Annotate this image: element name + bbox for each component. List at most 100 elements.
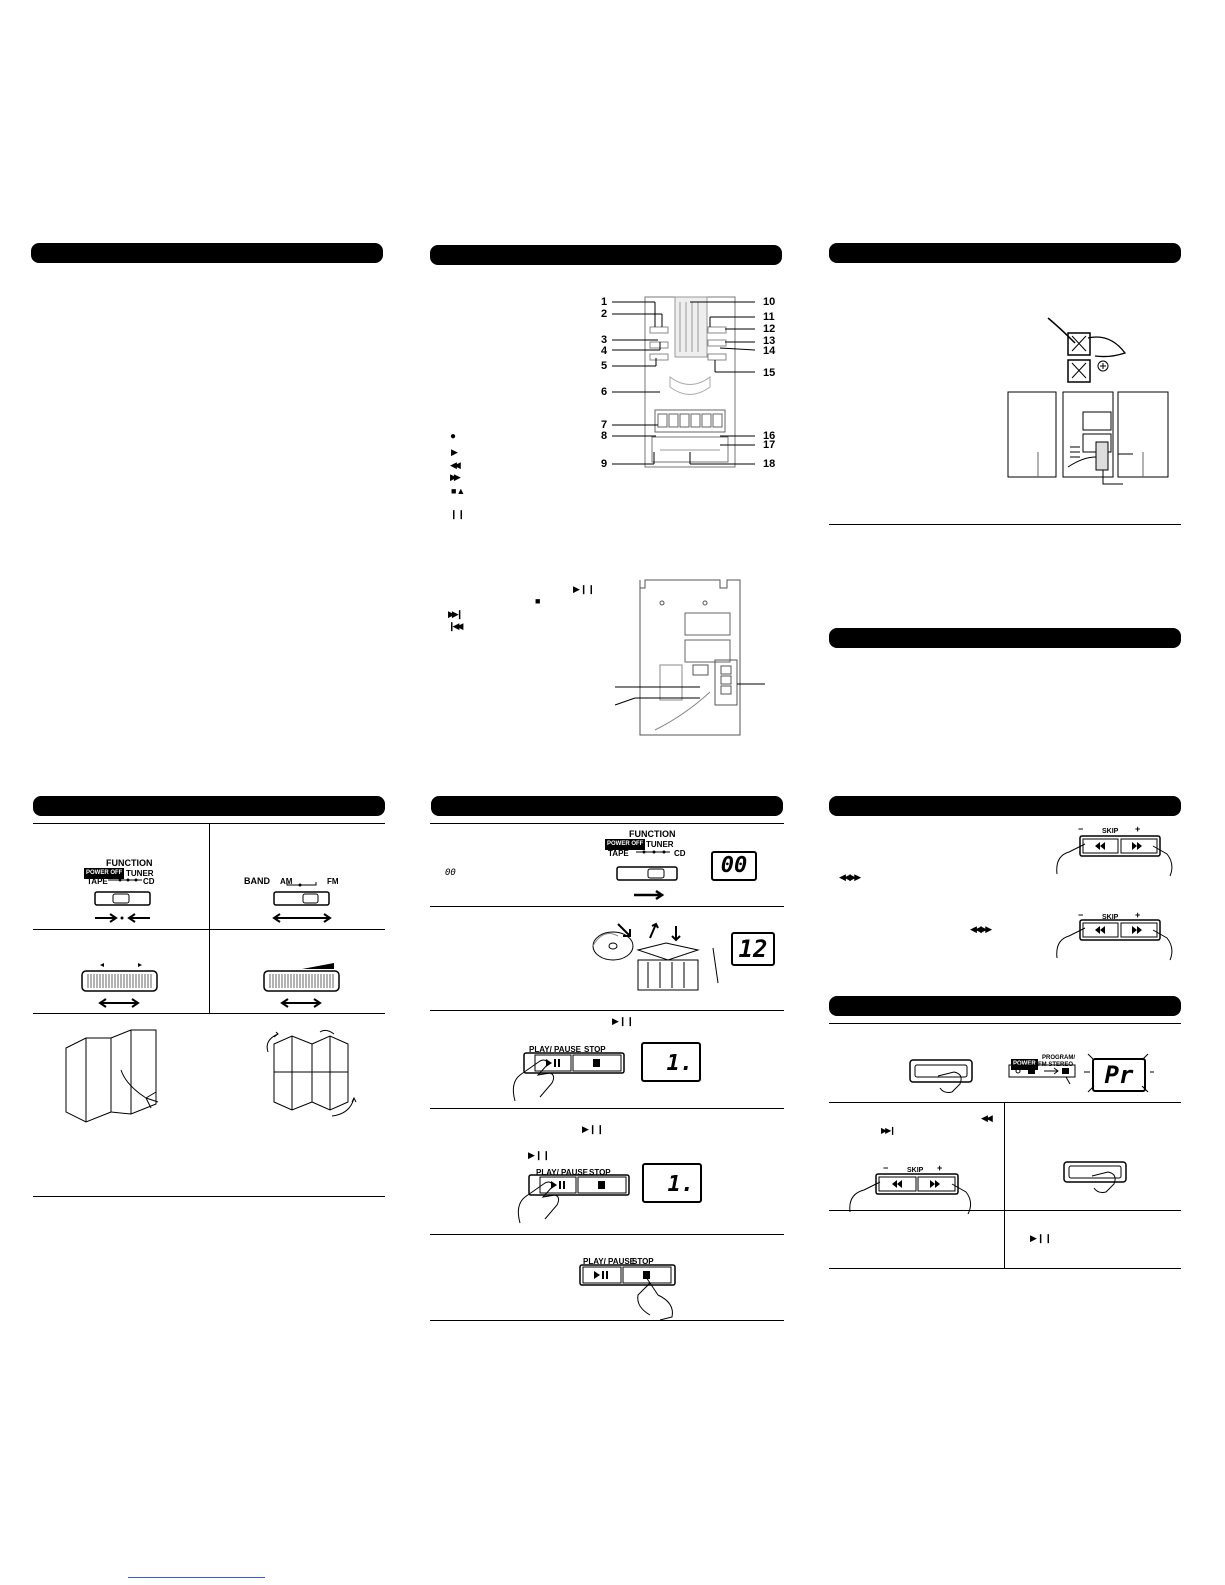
- power-off-badge: POWER OFF: [84, 868, 125, 879]
- pause-button-press-drawing[interactable]: [515, 1174, 635, 1225]
- skip-back-icon: ◀◀: [981, 1113, 993, 1123]
- callout-15: 15: [763, 367, 776, 379]
- skip-minus-icon: −: [1078, 824, 1084, 834]
- divider: [829, 1210, 1181, 1211]
- play-pause-icon: ▶❙❙: [1030, 1233, 1053, 1243]
- am-label: AM: [280, 877, 293, 886]
- skip-label: SKIP: [1102, 828, 1119, 835]
- program-button-drawing[interactable]: [908, 1058, 978, 1096]
- callout-14: 14: [763, 345, 776, 357]
- rear-panel-drawing: [614, 579, 765, 736]
- section-header-bar: [31, 243, 383, 263]
- section-header-bar: [829, 243, 1181, 263]
- skip-buttons-drawing[interactable]: [1055, 834, 1180, 879]
- speaker-placement-drawing: [65, 1029, 159, 1123]
- skip-buttons-drawing[interactable]: [848, 1172, 978, 1217]
- callout-16: 16: [763, 430, 776, 442]
- stop-icon: ■: [535, 596, 541, 606]
- divider: [829, 524, 1181, 525]
- callout-10: 10: [763, 296, 776, 308]
- play-icon: ▶: [451, 447, 458, 457]
- skip-inline-icons: ◀◀ ▶▶: [970, 924, 992, 934]
- cd-display-paused: 1.: [642, 1163, 702, 1203]
- tape-label: TAPE: [608, 849, 629, 858]
- callout-5: 5: [601, 360, 608, 372]
- tuning-dial-drawing[interactable]: [80, 959, 160, 1009]
- function-title: FUNCTION: [106, 858, 153, 868]
- record-icon: ●: [450, 431, 457, 442]
- small-display-indicator: 00: [445, 868, 456, 878]
- skip-plus-icon: +: [1135, 824, 1141, 834]
- rewind-icon: ◀◀: [450, 460, 461, 470]
- callout-1: 1: [601, 296, 608, 308]
- divider: [33, 929, 385, 930]
- divider: [430, 1108, 784, 1109]
- speaker-connection-drawing: [1007, 391, 1169, 485]
- divider: [430, 823, 784, 824]
- skip-plus-icon: +: [1135, 910, 1141, 920]
- band-slider-drawing[interactable]: [270, 882, 360, 932]
- play-pause-label: PLAY/ PAUSE: [529, 1045, 582, 1054]
- play-pause-icon: ▶❙❙: [573, 584, 596, 594]
- display-flash-drawing: [1084, 1053, 1154, 1093]
- divider: [1004, 1102, 1005, 1268]
- cd-display-00: 00: [711, 851, 757, 881]
- section-header-bar: [431, 796, 783, 816]
- cd-label: CD: [143, 877, 155, 886]
- program-display: Pr: [1092, 1058, 1146, 1092]
- play-pause-icon: ▶❙❙: [612, 1016, 635, 1026]
- callout-4: 4: [601, 345, 608, 357]
- fm-label: FM: [327, 877, 339, 886]
- speaker-stack-drawing: [266, 1029, 357, 1117]
- divider: [430, 906, 784, 907]
- skip-label: SKIP: [1102, 914, 1119, 921]
- section-header-bar: [829, 628, 1181, 648]
- divider: [829, 1102, 1181, 1103]
- divider: [430, 1320, 784, 1321]
- divider: [430, 1234, 784, 1235]
- tuner-label: TUNER: [646, 840, 674, 849]
- fast-forward-icon: ▶▶: [450, 472, 461, 482]
- callout-3: 3: [601, 334, 608, 346]
- tape-label: TAPE: [87, 877, 108, 886]
- function-slider-drawing[interactable]: [612, 850, 702, 901]
- cd-label: CD: [674, 849, 686, 858]
- program-indicator-drawing: [1008, 1064, 1076, 1085]
- stop-label: STOP: [632, 1257, 654, 1266]
- function-title: FUNCTION: [629, 829, 676, 839]
- tuner-label: TUNER: [126, 869, 154, 878]
- section-header-bar: [829, 796, 1181, 816]
- play-pause-icon: ▶❙❙: [582, 1124, 605, 1134]
- callout-13: 13: [763, 335, 776, 347]
- battery-insert-drawing: [1047, 317, 1127, 383]
- power-off-badge: POWER OFF: [605, 839, 646, 850]
- band-label: BAND: [244, 876, 270, 886]
- callout-6: 6: [601, 386, 608, 398]
- skip-inline-icons: ◀◀ ▶▶: [839, 872, 861, 882]
- section-header-bar: [430, 245, 782, 265]
- memory-button-drawing[interactable]: [1062, 1160, 1132, 1200]
- stop-button-press-drawing[interactable]: [579, 1264, 700, 1321]
- divider: [829, 1023, 1181, 1024]
- callout-17: 17: [763, 439, 776, 451]
- callout-12: 12: [763, 323, 776, 335]
- cd-display-track-1: 1.: [641, 1042, 701, 1082]
- callout-8: 8: [601, 430, 608, 442]
- skip-plus-icon: +: [937, 1163, 943, 1173]
- skip-forward-icon: ▶▶❙: [448, 609, 463, 619]
- function-slider-drawing[interactable]: [90, 878, 180, 928]
- divider: [33, 1196, 385, 1197]
- callout-9: 9: [601, 458, 608, 470]
- stop-label: STOP: [589, 1168, 611, 1177]
- program-label: PROGRAM/: [1042, 1055, 1075, 1061]
- skip-buttons-drawing[interactable]: [1055, 918, 1180, 963]
- skip-back-icon: ❙◀◀: [448, 621, 463, 631]
- stop-label: STOP: [584, 1045, 606, 1054]
- skip-minus-icon: −: [1078, 910, 1084, 920]
- play-pause-label: PLAY/ PAUSE: [536, 1168, 589, 1177]
- volume-dial-drawing[interactable]: [262, 959, 342, 1009]
- hyperlink-underline[interactable]: [128, 1577, 265, 1578]
- divider: [33, 1013, 385, 1014]
- play-button-press-drawing[interactable]: [510, 1052, 630, 1103]
- play-pause-icon: ▶❙❙: [528, 1150, 551, 1160]
